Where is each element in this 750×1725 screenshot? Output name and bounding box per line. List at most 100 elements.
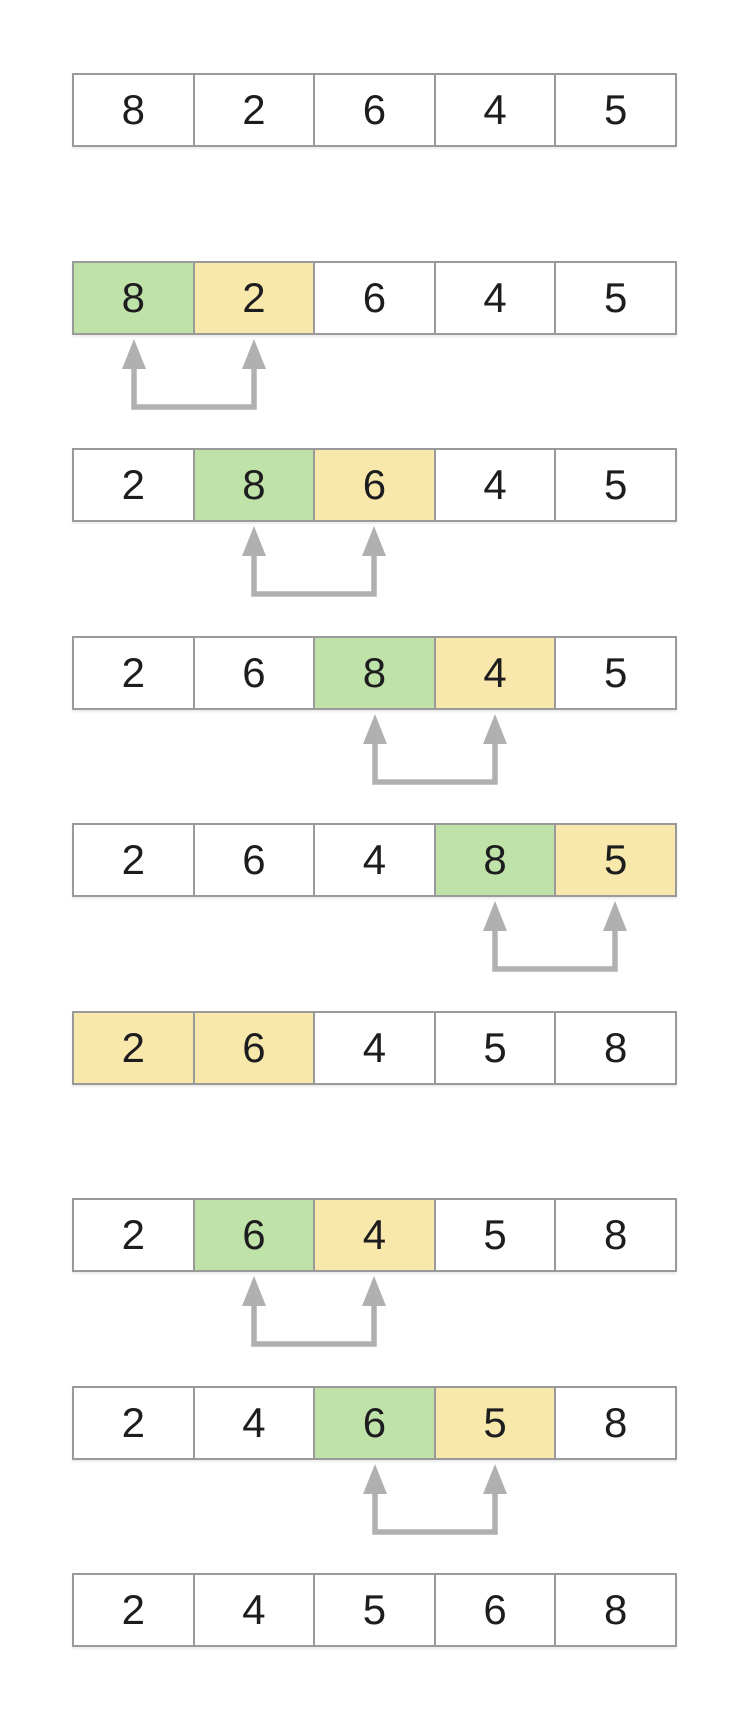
cell-value: 5 (603, 461, 628, 508)
array-cell-yellow: 6 (315, 450, 436, 520)
array-cell: 5 (315, 1575, 436, 1645)
array-cell: 2 (74, 638, 195, 708)
array-cell: 2 (74, 1575, 195, 1645)
array-cell: 6 (194, 638, 316, 708)
cell-value: 5 (483, 1211, 507, 1258)
cell-value: 5 (603, 649, 628, 696)
swap-arrows-icon (122, 339, 266, 410)
array-cell: 8 (556, 1575, 675, 1645)
array-cell: 5 (556, 450, 675, 520)
array-row-step-7: 2 6 4 5 8 (72, 1198, 677, 1272)
cell-value: 2 (121, 461, 145, 508)
array-cell-green: 8 (194, 450, 316, 520)
swap-arrows-icon (242, 526, 386, 597)
array-cell: 8 (556, 1200, 675, 1270)
array-cell: 5 (435, 1013, 557, 1083)
cell-value: 6 (242, 1211, 266, 1258)
swap-arrows-icon (242, 1276, 386, 1347)
cell-value: 2 (121, 1586, 145, 1633)
cell-value: 6 (242, 1024, 266, 1071)
array-cell-yellow: 2 (74, 1013, 195, 1083)
cell-value: 6 (242, 836, 266, 883)
array-cell-yellow: 4 (315, 1200, 436, 1270)
array-cell: 2 (74, 1200, 195, 1270)
array-cell: 2 (74, 1388, 195, 1458)
array-cell: 4 (435, 450, 557, 520)
cell-value: 6 (362, 1399, 387, 1446)
array-row-step-2: 8 2 6 4 5 (72, 261, 677, 335)
cell-value: 6 (362, 461, 387, 508)
cell-value: 4 (483, 274, 507, 321)
array-cell-yellow: 5 (435, 1388, 557, 1458)
array-cell: 5 (435, 1200, 557, 1270)
cell-value: 2 (242, 274, 266, 321)
cell-value: 8 (603, 1399, 628, 1446)
array-cell: 8 (74, 75, 195, 145)
array-cell: 4 (194, 1575, 316, 1645)
array-row-step-8: 2 4 6 5 8 (72, 1386, 677, 1460)
array-cell-green: 6 (194, 1200, 316, 1270)
cell-value: 2 (242, 86, 266, 133)
array-cell-green: 8 (74, 263, 195, 333)
array-cell-green: 8 (315, 638, 436, 708)
cell-value: 6 (362, 274, 387, 321)
array-cell: 4 (194, 1388, 316, 1458)
cell-value: 6 (242, 649, 266, 696)
cell-value: 5 (483, 1399, 507, 1446)
array-cell: 5 (556, 638, 675, 708)
cell-value: 8 (483, 836, 507, 883)
array-cell: 4 (315, 825, 436, 895)
cell-value: 4 (362, 836, 387, 883)
cell-value: 4 (483, 461, 507, 508)
cell-value: 2 (121, 1211, 145, 1258)
cell-value: 8 (362, 649, 387, 696)
cell-value: 8 (603, 1586, 628, 1633)
swap-arrows-icon (363, 714, 507, 785)
cell-value: 4 (362, 1211, 387, 1258)
array-cell: 4 (435, 263, 557, 333)
array-cell: 2 (74, 825, 195, 895)
cell-value: 8 (603, 1024, 628, 1071)
array-cell-green: 6 (315, 1388, 436, 1458)
cell-value: 2 (121, 836, 145, 883)
array-cell: 4 (315, 1013, 436, 1083)
cell-value: 2 (121, 1399, 145, 1446)
cell-value: 5 (603, 836, 628, 883)
cell-value: 4 (483, 86, 507, 133)
array-cell: 5 (556, 75, 675, 145)
cell-value: 8 (603, 1211, 628, 1258)
cell-value: 5 (603, 86, 628, 133)
cell-value: 2 (121, 1024, 145, 1071)
array-cell: 6 (194, 825, 316, 895)
cell-value: 8 (121, 86, 145, 133)
array-cell: 6 (315, 75, 436, 145)
array-cell: 6 (435, 1575, 557, 1645)
array-cell-yellow: 6 (194, 1013, 316, 1083)
array-row-step-4: 2 6 8 4 5 (72, 636, 677, 710)
cell-value: 4 (242, 1586, 266, 1633)
array-cell-yellow: 4 (435, 638, 557, 708)
cell-value: 5 (362, 1586, 387, 1633)
array-cell-yellow: 5 (556, 825, 675, 895)
cell-value: 4 (483, 649, 507, 696)
cell-value: 5 (603, 274, 628, 321)
array-cell: 5 (556, 263, 675, 333)
array-cell: 4 (435, 75, 557, 145)
swap-arrows-icon (483, 901, 627, 972)
array-cell: 2 (194, 75, 316, 145)
array-cell: 8 (556, 1013, 675, 1083)
cell-value: 2 (121, 649, 145, 696)
cell-value: 4 (242, 1399, 266, 1446)
array-row-step-5: 2 6 4 8 5 (72, 823, 677, 897)
array-cell: 8 (556, 1388, 675, 1458)
cell-value: 8 (121, 274, 145, 321)
cell-value: 4 (362, 1024, 387, 1071)
array-cell: 2 (74, 450, 195, 520)
array-cell: 6 (315, 263, 436, 333)
array-cell-green: 8 (435, 825, 557, 895)
